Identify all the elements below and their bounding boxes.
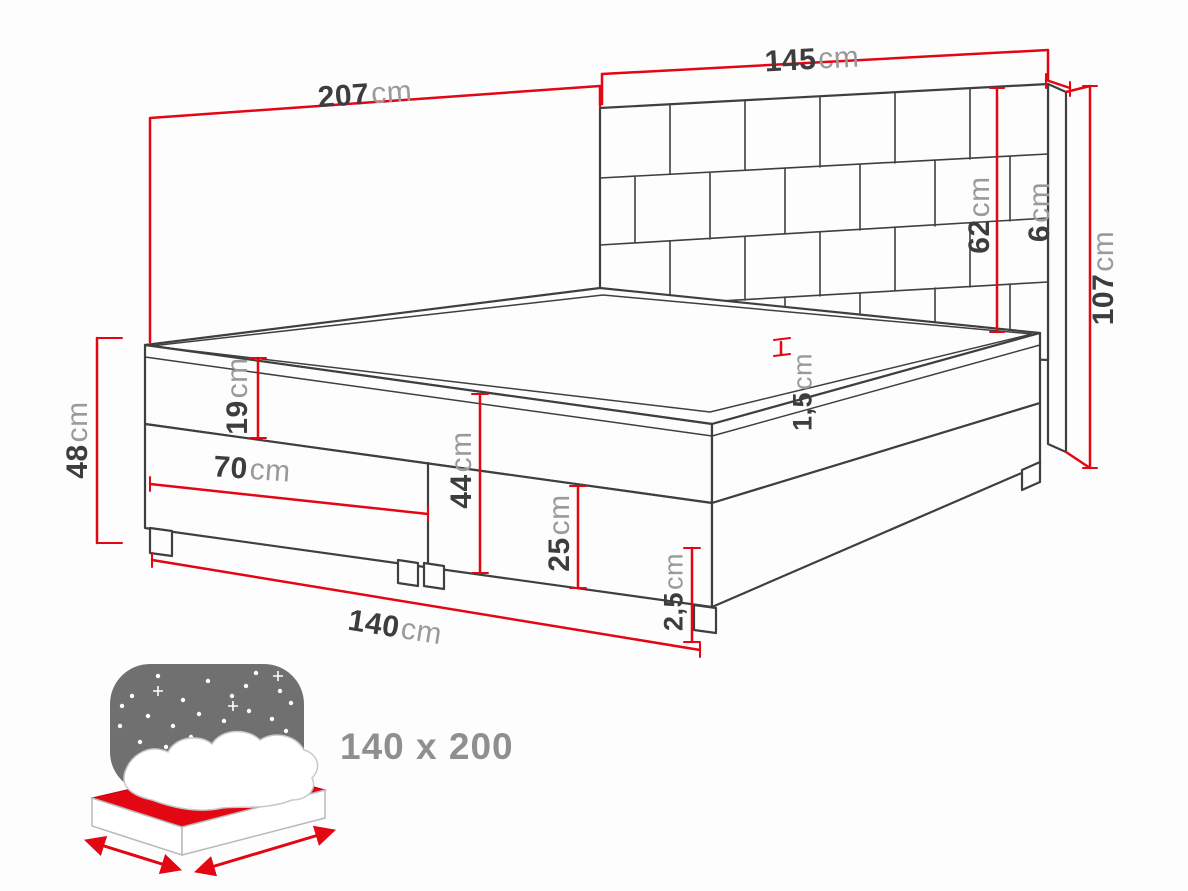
duvet-icon — [123, 730, 319, 811]
size-badge-label: 140 x 200 — [340, 726, 514, 767]
dim-label-mattress-height: 19cm — [221, 357, 254, 435]
size-arrows — [83, 825, 337, 877]
headboard-side-panel — [1046, 82, 1068, 454]
headboard — [598, 82, 1068, 454]
headboard-front — [598, 82, 1050, 362]
bed-legs — [148, 460, 1042, 635]
mattress-edge-piping — [144, 344, 1041, 437]
dim-label-headboard-width: 145cm — [763, 40, 861, 79]
dim-label-leg-height: 2,5cm — [658, 552, 689, 632]
dim-label-side-height: 44cm — [445, 431, 478, 509]
mattress — [143, 286, 1042, 505]
dim-label-headboard-thickness: 6cm — [1023, 181, 1056, 243]
dim-label-total-length: 207cm — [316, 74, 414, 115]
dim-label-total-height: 107cm — [1087, 230, 1120, 326]
size-icon — [83, 664, 337, 877]
dimension-main-lines — [95, 48, 1092, 652]
dim-label-topper-height: 1,5cm — [787, 352, 818, 432]
dimension-lines — [95, 48, 1098, 658]
dim-label-box-height: 25cm — [543, 494, 576, 572]
dimension-end-ticks — [96, 73, 1098, 658]
dim-label-headboard-height: 62cm — [963, 176, 996, 254]
width-arrow-icon — [83, 835, 183, 875]
bed-drawing — [143, 82, 1068, 635]
mattress-top-piping — [150, 294, 1033, 413]
length-arrow-icon — [193, 825, 337, 877]
dim-label-corner-height: 48cm — [61, 401, 94, 479]
dim-label-half-width: 70cm — [212, 450, 292, 489]
